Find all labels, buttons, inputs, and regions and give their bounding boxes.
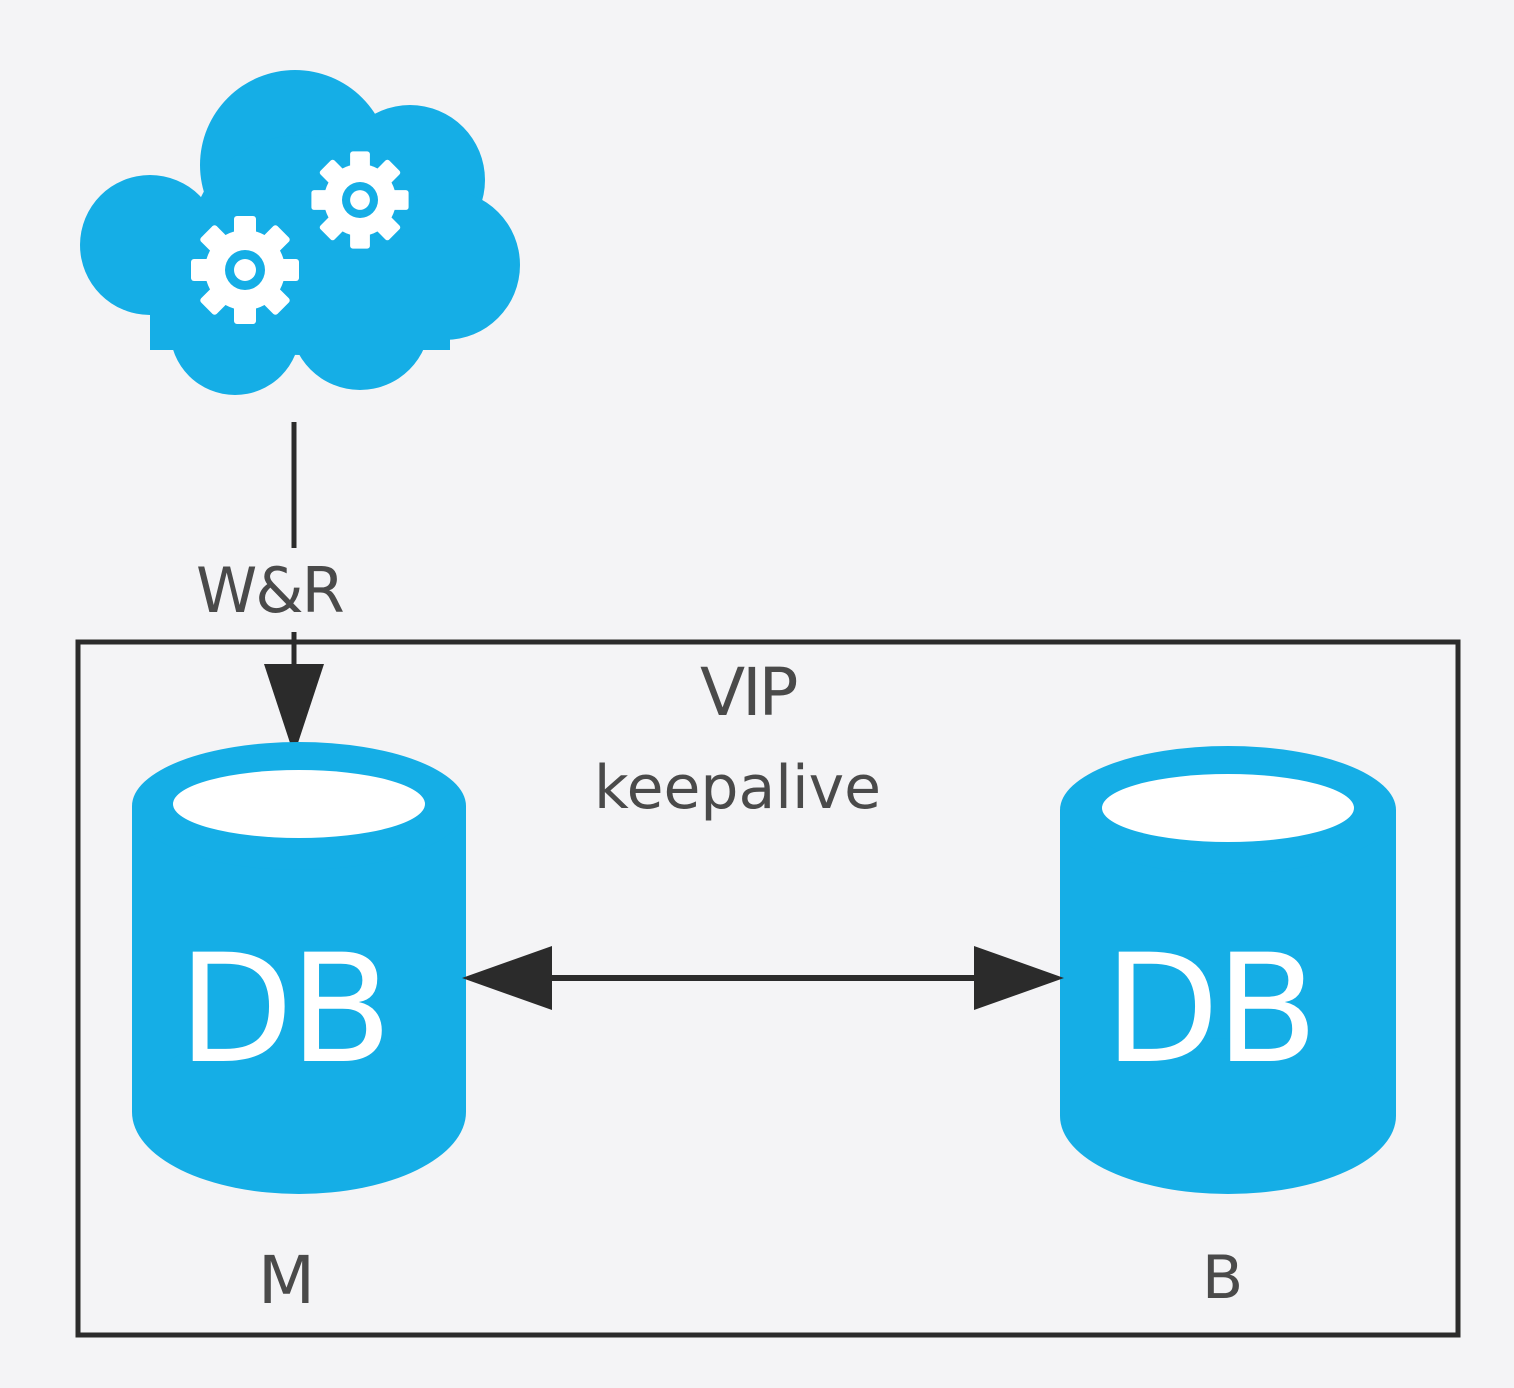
keepalive-label: keepalive (594, 753, 882, 823)
db-master-text: DB (178, 923, 392, 1097)
arrow-left-icon (462, 946, 552, 1010)
gear-small-icon (311, 151, 409, 249)
arrow-down-icon (264, 664, 324, 755)
cloud-gears-icon (80, 70, 520, 395)
vip-box (75, 639, 1461, 1338)
arrow-right-icon (974, 946, 1064, 1010)
connection-label: W&R (196, 554, 345, 627)
master-role-label: M (258, 1242, 315, 1319)
backup-role-label: B (1202, 1243, 1244, 1313)
database-backup-icon (1060, 746, 1396, 1194)
database-master-icon (132, 742, 466, 1194)
gear-large-icon (191, 216, 299, 324)
db-backup-text: DB (1104, 923, 1318, 1097)
vip-label: VIP (700, 654, 798, 731)
